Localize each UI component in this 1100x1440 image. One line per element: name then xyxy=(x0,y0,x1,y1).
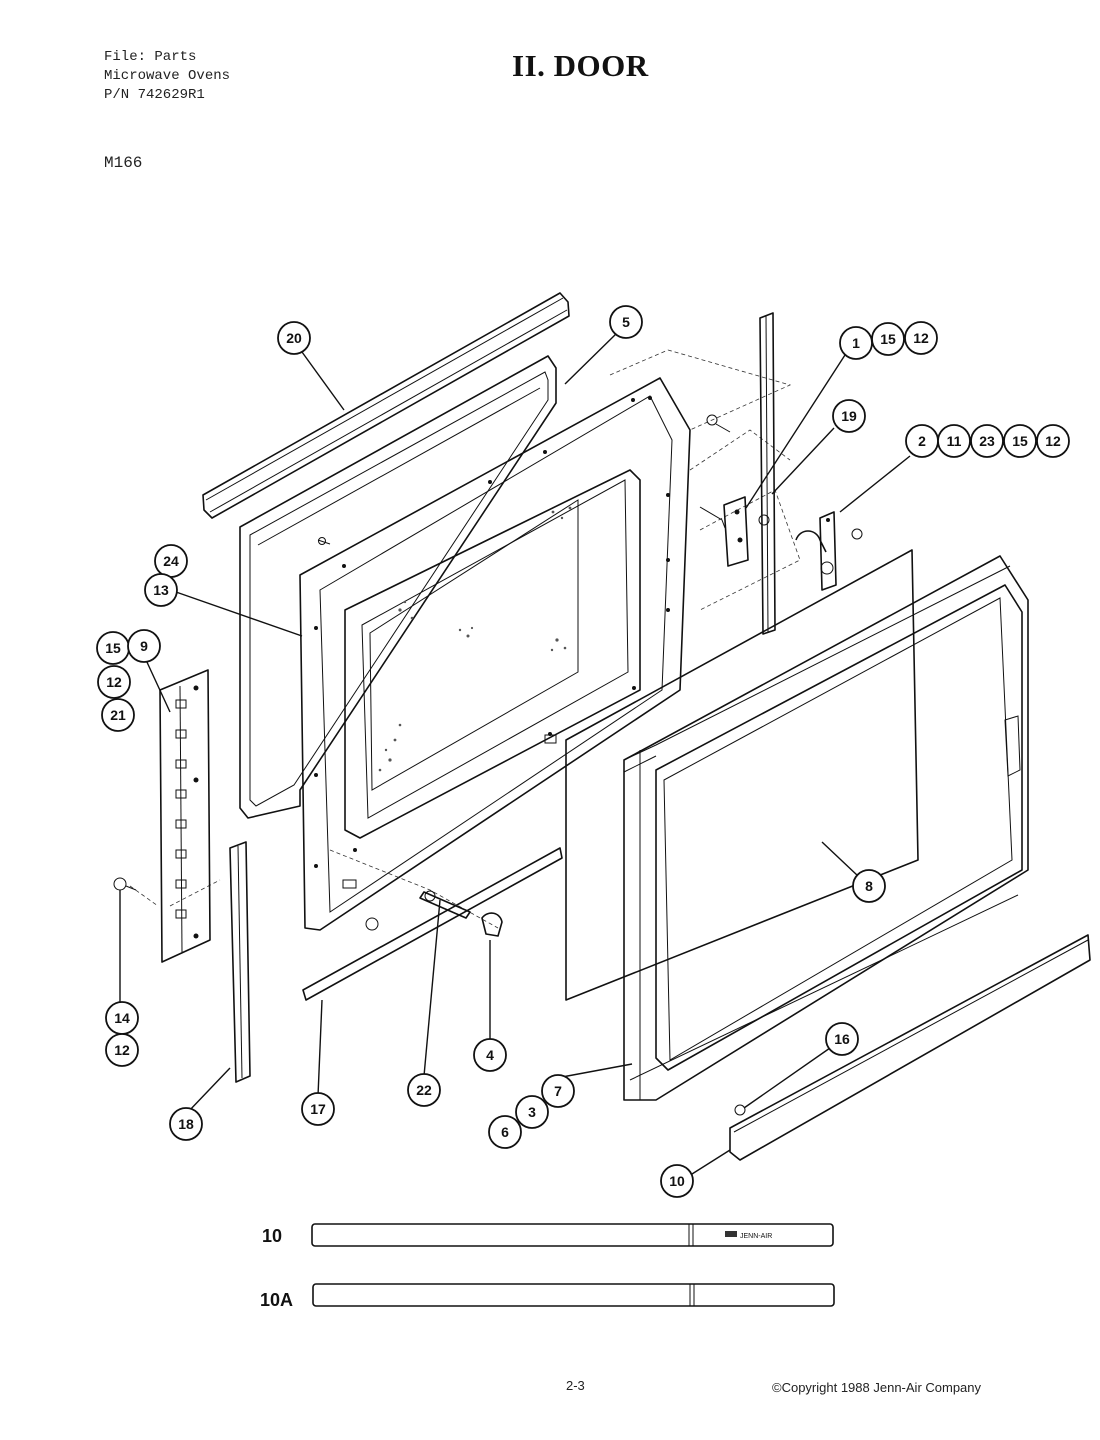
svg-text:13: 13 xyxy=(153,582,169,598)
callout-12: 12 xyxy=(904,321,938,355)
svg-text:14: 14 xyxy=(114,1010,130,1026)
callout-24: 24 xyxy=(154,544,188,578)
guide-lines xyxy=(129,349,801,929)
page-title: II. DOOR xyxy=(512,48,649,83)
svg-text:15: 15 xyxy=(105,640,121,656)
part-16-nut xyxy=(734,1104,746,1116)
svg-text:15: 15 xyxy=(880,331,896,347)
part-9-hinge xyxy=(159,669,211,963)
callout-10: 10 xyxy=(660,1164,694,1198)
callout-1: 1 xyxy=(839,326,873,360)
part-number-line: P/N 742629R1 xyxy=(104,87,205,103)
svg-text:10: 10 xyxy=(262,1226,282,1246)
callout-20: 20 xyxy=(277,321,311,355)
svg-text:9: 9 xyxy=(140,638,148,654)
svg-text:20: 20 xyxy=(286,330,302,346)
svg-text:16: 16 xyxy=(834,1031,850,1047)
file-line: File: Parts xyxy=(104,49,197,65)
top-screw xyxy=(706,414,731,433)
callout-3: 3 xyxy=(515,1095,549,1129)
part-10-trim-strip xyxy=(729,934,1091,1161)
callout-8: 8 xyxy=(852,869,886,903)
part-1-bracket xyxy=(699,496,770,567)
file-header: File: Parts Microwave Ovens P/N 742629R1 xyxy=(104,48,230,105)
svg-text:12: 12 xyxy=(106,674,122,690)
callout-11: 11 xyxy=(937,424,971,458)
svg-text:1: 1 xyxy=(852,335,860,351)
svg-text:5: 5 xyxy=(622,314,630,330)
callout-16: 16 xyxy=(825,1022,859,1056)
part-4-cap xyxy=(481,912,503,937)
svg-text:17: 17 xyxy=(310,1101,326,1117)
lower-nut xyxy=(365,917,379,931)
svg-text:12: 12 xyxy=(913,330,929,346)
part-18-vertical-strip xyxy=(229,841,251,1083)
svg-text:10A: 10A xyxy=(260,1290,293,1310)
callout-9: 9 xyxy=(127,629,161,663)
callout-12d: 12 xyxy=(105,1033,139,1067)
svg-text:6: 6 xyxy=(501,1124,509,1140)
svg-text:18: 18 xyxy=(178,1116,194,1132)
part-14-screw xyxy=(113,877,137,891)
part-8-glass-panel xyxy=(565,549,919,1001)
svg-text:12: 12 xyxy=(114,1042,130,1058)
svg-text:23: 23 xyxy=(979,433,995,449)
jenn-air-logo-text: JENN-AIR xyxy=(740,1233,772,1240)
part-17-bottom-strip xyxy=(302,847,563,1001)
strip-variant-10: 10 JENN-AIR xyxy=(262,1223,834,1247)
callout-13: 13 xyxy=(144,573,178,607)
callout-17: 17 xyxy=(301,1092,335,1126)
part-7-outer-frame xyxy=(623,555,1029,1101)
callout-6: 6 xyxy=(488,1115,522,1149)
svg-text:22: 22 xyxy=(416,1082,432,1098)
part-13-inner-panel xyxy=(299,377,691,931)
callout-4: 4 xyxy=(473,1038,507,1072)
callout-22: 22 xyxy=(407,1073,441,1107)
copyright-notice: ©Copyright 1988 Jenn-Air Company xyxy=(772,1380,982,1395)
svg-text:15: 15 xyxy=(1012,433,1028,449)
callout-23: 23 xyxy=(970,424,1004,458)
callout-15b: 15 xyxy=(1003,424,1037,458)
product-line: Microwave Ovens xyxy=(104,68,231,84)
svg-text:8: 8 xyxy=(865,878,873,894)
svg-text:24: 24 xyxy=(163,553,179,569)
part-19-latch-rod xyxy=(759,312,776,635)
page-number: 2-3 xyxy=(566,1378,585,1393)
part-22-shaft xyxy=(419,890,471,919)
svg-text:21: 21 xyxy=(110,707,126,723)
callout-15: 15 xyxy=(871,322,905,356)
svg-text:11: 11 xyxy=(947,433,962,449)
callout-14: 14 xyxy=(105,1001,139,1035)
callout-5: 5 xyxy=(609,305,643,339)
part-2-latch-hook xyxy=(795,511,863,591)
part-20-top-strip xyxy=(202,292,570,519)
svg-text:10: 10 xyxy=(669,1173,685,1189)
callout-21: 21 xyxy=(101,698,135,732)
callout-12b: 12 xyxy=(1036,424,1070,458)
svg-text:7: 7 xyxy=(554,1083,562,1099)
model-number: M166 xyxy=(104,154,143,172)
part-5-gasket-frame xyxy=(239,355,557,819)
callout-15c: 15 xyxy=(96,631,130,665)
svg-text:3: 3 xyxy=(528,1104,536,1120)
svg-text:2: 2 xyxy=(918,433,926,449)
callout-18: 18 xyxy=(169,1107,203,1141)
callout-12c: 12 xyxy=(97,665,131,699)
svg-text:12: 12 xyxy=(1045,433,1061,449)
svg-text:4: 4 xyxy=(486,1047,494,1063)
callout-2: 2 xyxy=(905,424,939,458)
callout-7: 7 xyxy=(541,1074,575,1108)
strip-variant-10a: 10A xyxy=(260,1283,835,1310)
callout-19: 19 xyxy=(832,399,866,433)
svg-text:19: 19 xyxy=(841,408,857,424)
leader-lines xyxy=(119,331,911,1175)
